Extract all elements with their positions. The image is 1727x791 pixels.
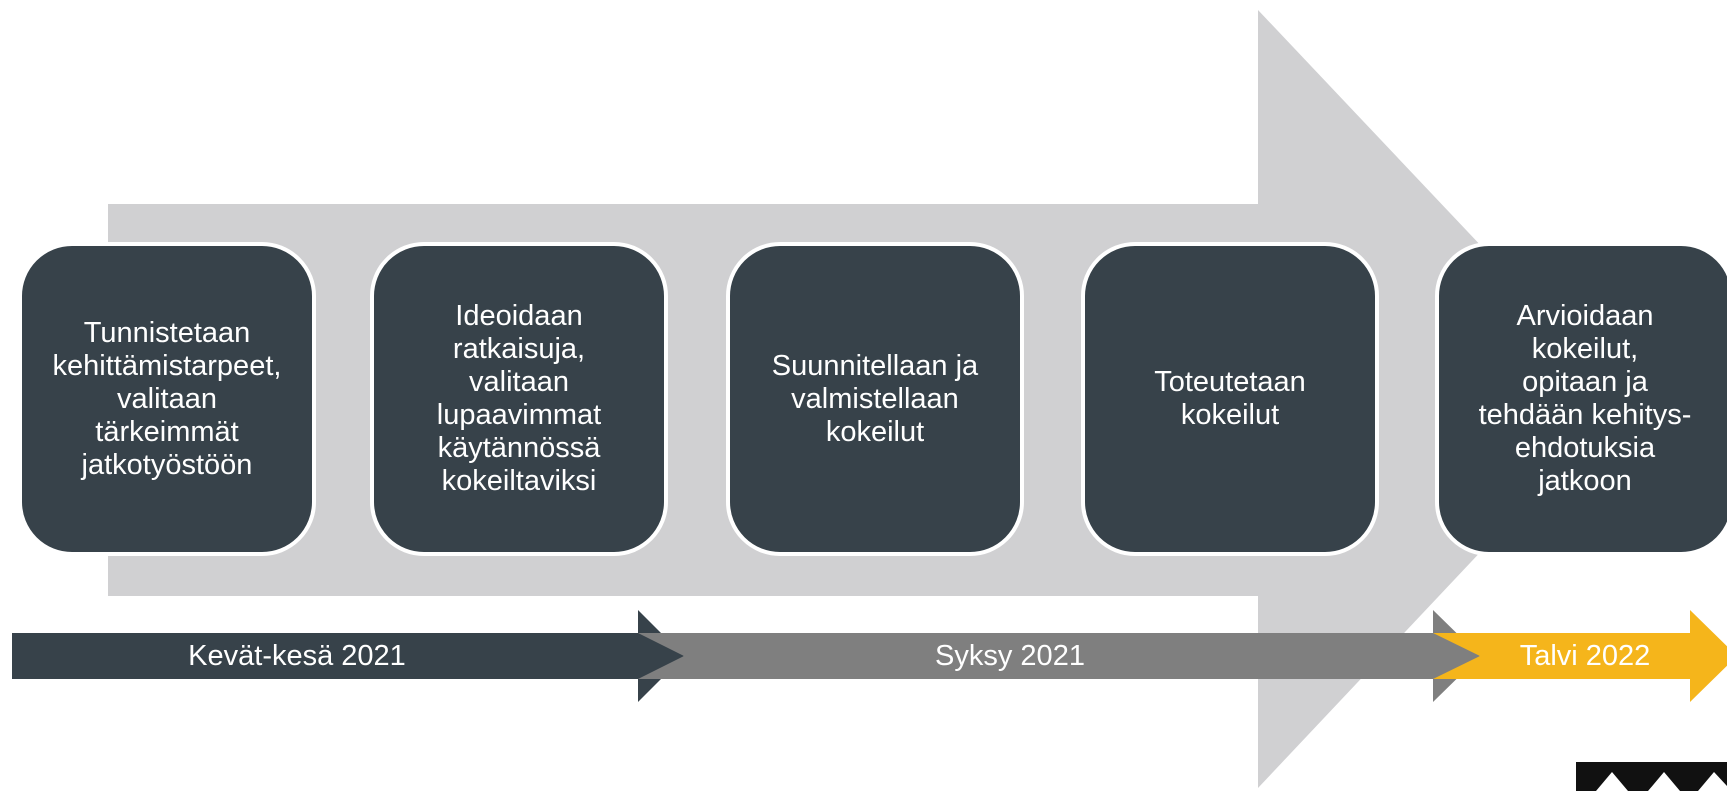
step-text: Tunnistetaan kehittämistarpeet, valitaan… — [52, 316, 282, 481]
phase-label-autumn-2021: Syksy 2021 — [935, 640, 1085, 672]
step-text: Suunnitellaan ja valmistellaan kokeilut — [771, 349, 979, 448]
step-box-run-experiments: Toteutetaan kokeilut — [1081, 242, 1379, 556]
step-box-ideate-solutions: Ideoidaan ratkaisuja, valitaan lupaavimm… — [370, 242, 668, 556]
phase-label-winter-2022: Talvi 2022 — [1519, 640, 1651, 672]
logo-mark — [1576, 762, 1727, 791]
phase-arrow-autumn-2021 — [638, 610, 1480, 702]
phase-arrow-winter-2022 — [1433, 610, 1727, 702]
phase-label-spring-summer-2021: Kevät-kesä 2021 — [188, 640, 406, 672]
step-box-plan-experiments: Suunnitellaan ja valmistellaan kokeilut — [726, 242, 1024, 556]
step-text: Toteutetaan kokeilut — [1154, 366, 1306, 431]
step-box-evaluate-experiments: Arvioidaan kokeilut, opitaan ja tehdään … — [1435, 242, 1727, 556]
phase-arrow-spring-summer-2021 — [12, 610, 684, 702]
step-box-identify-needs: Tunnistetaan kehittämistarpeet, valitaan… — [18, 242, 316, 556]
step-text: Arvioidaan kokeilut, opitaan ja tehdään … — [1478, 300, 1692, 497]
step-text: Ideoidaan ratkaisuja, valitaan lupaavimm… — [436, 300, 602, 497]
